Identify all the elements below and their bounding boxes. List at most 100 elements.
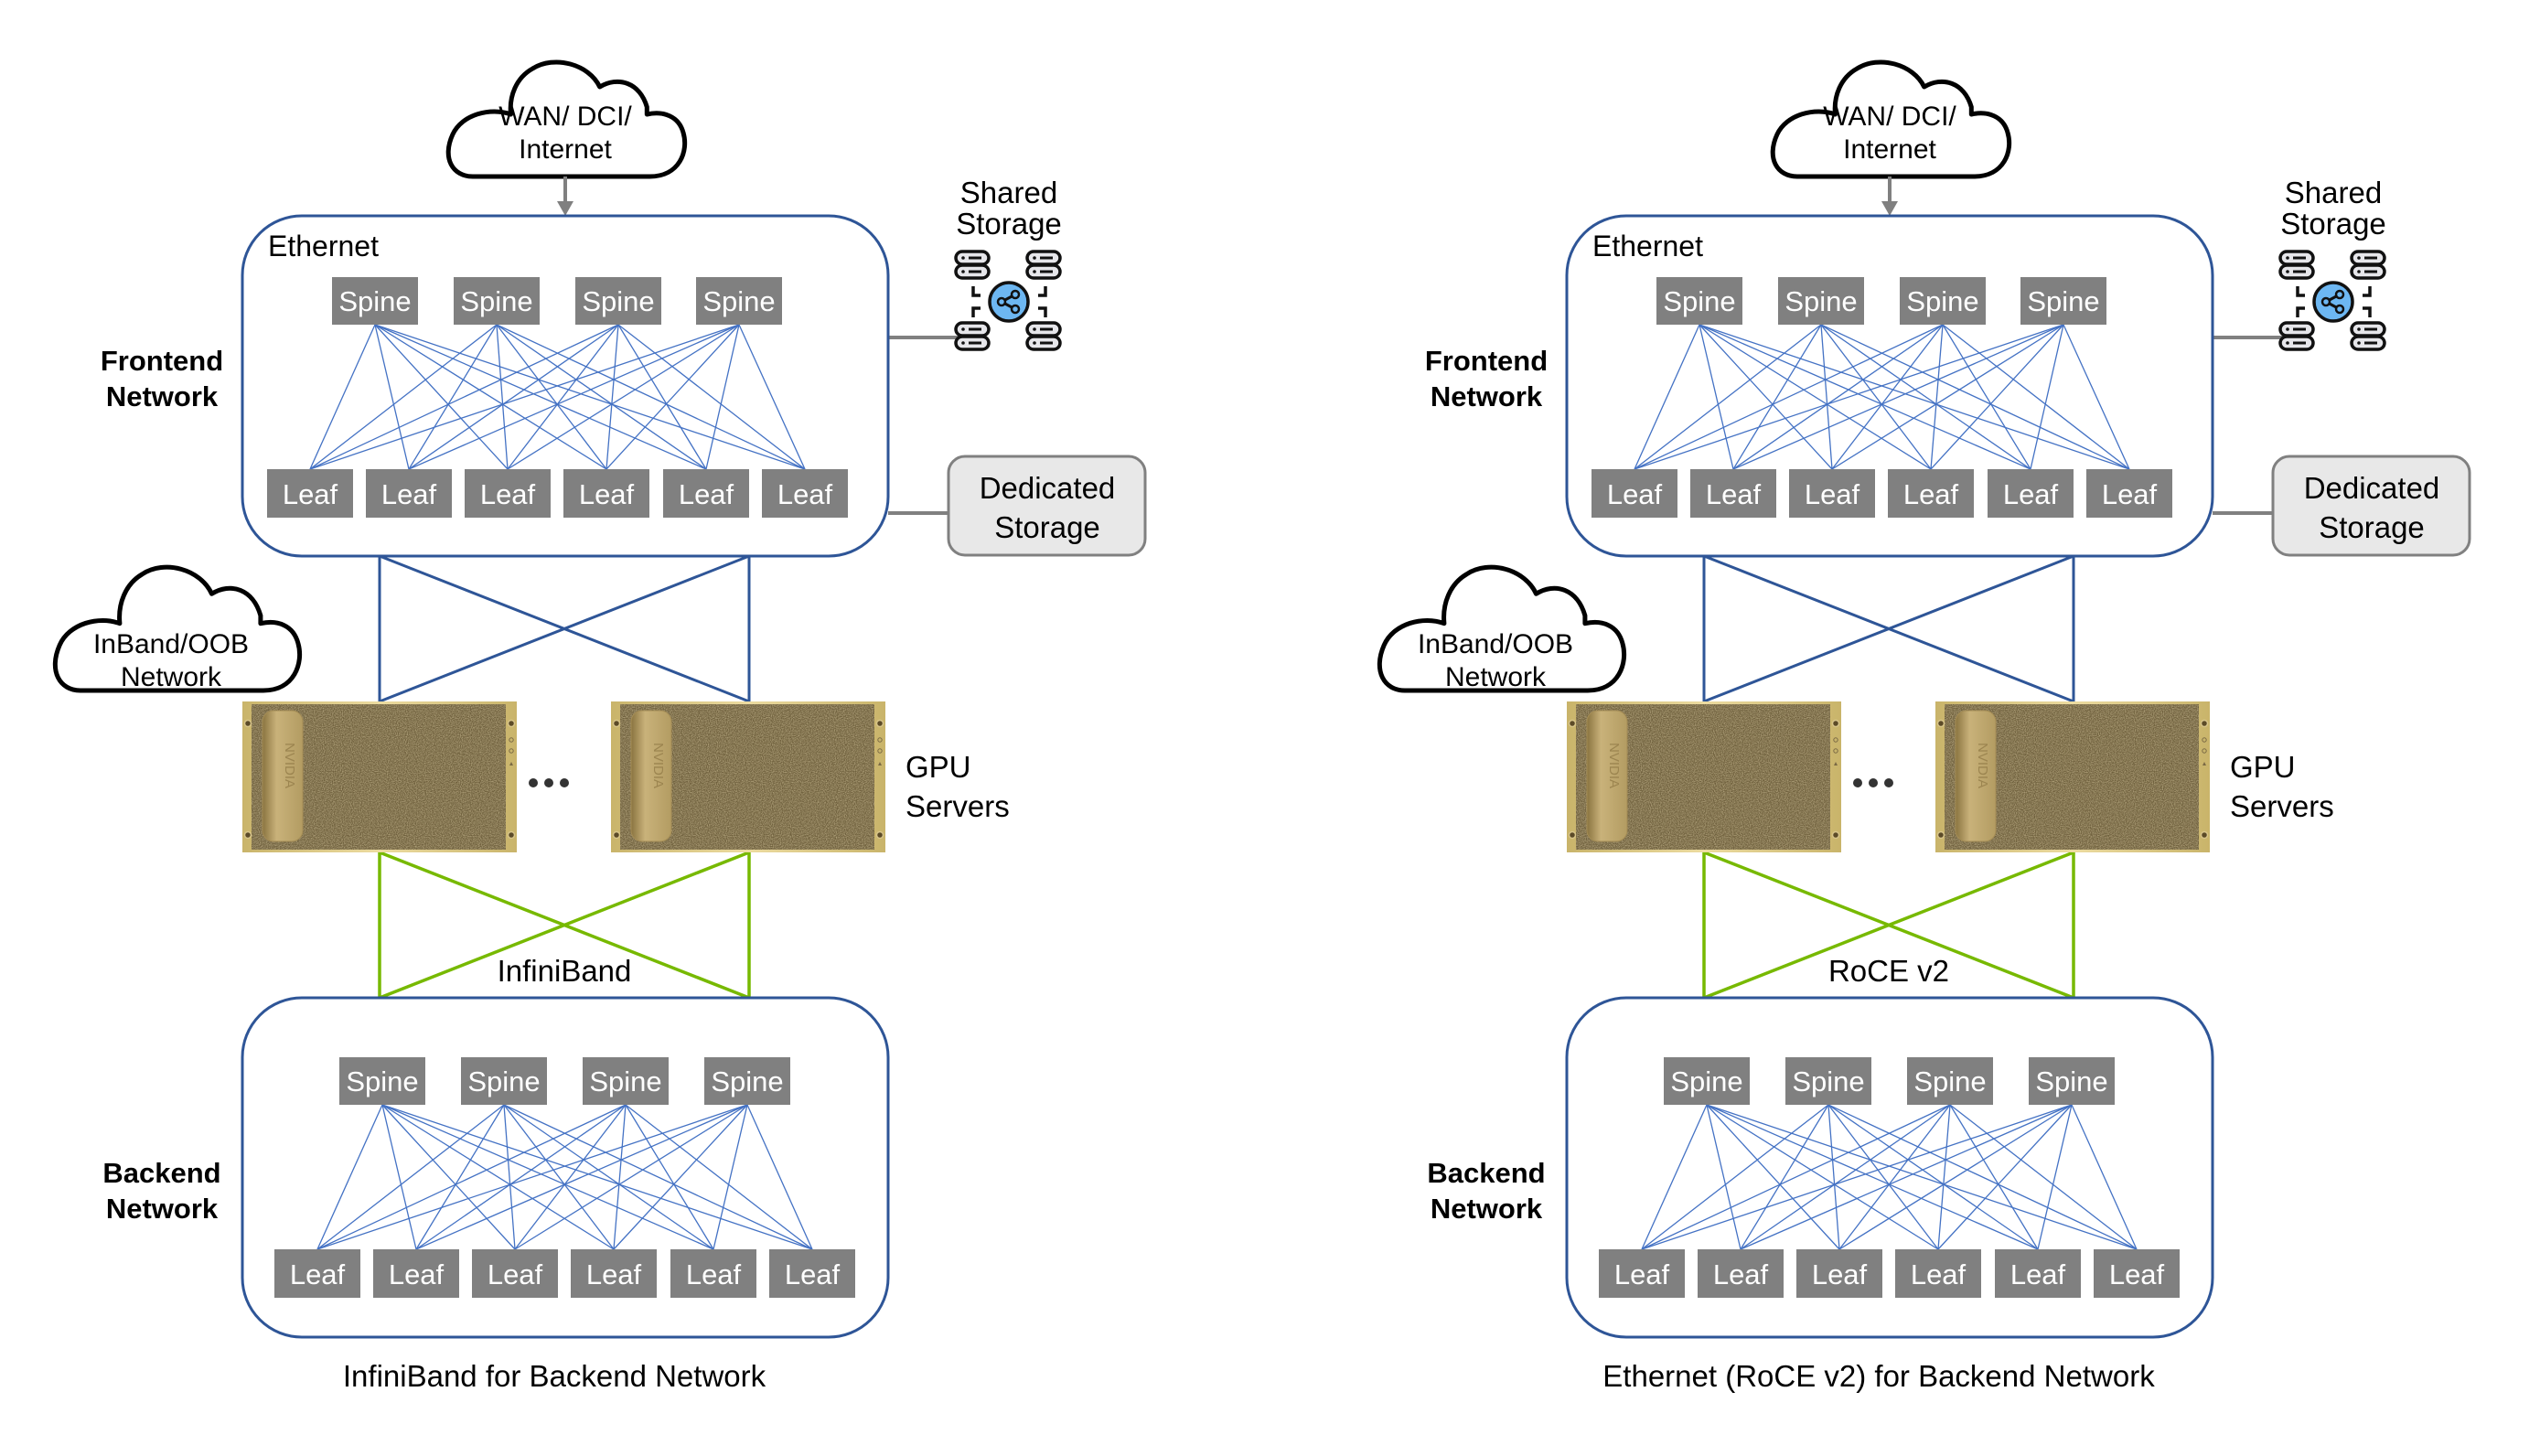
leaf-switch-box[interactable]	[1698, 1249, 1784, 1298]
leaf-switch[interactable]: Leaf	[1698, 1249, 1784, 1298]
leaf-switch-box[interactable]	[1789, 469, 1875, 518]
leaf-switch[interactable]: Leaf	[2094, 1249, 2180, 1298]
leaf-switch-box[interactable]	[1895, 1249, 1981, 1298]
leaf-switch[interactable]: Leaf	[663, 469, 749, 518]
spine-switch[interactable]: Spine	[2020, 277, 2106, 325]
gpu-server[interactable]: NVIDIA	[242, 701, 517, 852]
leaf-switch[interactable]: Leaf	[373, 1249, 459, 1298]
spine-switch-box[interactable]	[454, 277, 540, 325]
spine-switch[interactable]: Spine	[583, 1057, 669, 1105]
leaf-switch-box[interactable]	[366, 469, 452, 518]
spine-switch[interactable]: Spine	[461, 1057, 547, 1105]
spine-switch-box[interactable]	[1907, 1057, 1993, 1105]
spine-switch-box[interactable]	[339, 1057, 425, 1105]
leaf-switch[interactable]: Leaf	[366, 469, 452, 518]
spine-switch[interactable]: Spine	[1907, 1057, 1993, 1105]
leaf-switch[interactable]: Leaf	[1995, 1249, 2081, 1298]
leaf-switch[interactable]: Leaf	[1895, 1249, 1981, 1298]
leaf-switch-box[interactable]	[2094, 1249, 2180, 1298]
leaf-switch[interactable]: Leaf	[2086, 469, 2172, 518]
spine-label: Spine	[2027, 285, 2099, 317]
spine-switch-box[interactable]	[704, 1057, 790, 1105]
leaf-switch[interactable]: Leaf	[465, 469, 551, 518]
leaf-switch-box[interactable]	[1888, 469, 1974, 518]
leaf-switch[interactable]: Leaf	[267, 469, 353, 518]
spine-switch-box[interactable]	[2029, 1057, 2115, 1105]
leaf-switch-box[interactable]	[274, 1249, 360, 1298]
spine-switch[interactable]: Spine	[1785, 1057, 1871, 1105]
leaf-switch-box[interactable]	[1592, 469, 1677, 518]
dedicated-storage-box[interactable]	[947, 455, 1147, 557]
leaf-switch-box[interactable]	[571, 1249, 657, 1298]
spine-switch-box[interactable]	[1656, 277, 1742, 325]
leaf-switch[interactable]: Leaf	[1789, 469, 1875, 518]
spine-switch[interactable]: Spine	[696, 277, 782, 325]
leaf-switch-box[interactable]	[762, 469, 848, 518]
spine-switch[interactable]: Spine	[704, 1057, 790, 1105]
spine-switch[interactable]: Spine	[1778, 277, 1864, 325]
spine-switch[interactable]: Spine	[2029, 1057, 2115, 1105]
spine-switch-box[interactable]	[2020, 277, 2106, 325]
leaf-switch[interactable]: Leaf	[762, 469, 848, 518]
leaf-switch-box[interactable]	[373, 1249, 459, 1298]
spine-switch-box[interactable]	[575, 277, 661, 325]
spine-switch-box[interactable]	[1664, 1057, 1750, 1105]
leaf-switch[interactable]: Leaf	[274, 1249, 360, 1298]
gpu-server[interactable]: NVIDIA	[1567, 701, 1841, 852]
spine-switch[interactable]: Spine	[1900, 277, 1986, 325]
leaf-switch[interactable]: Leaf	[1888, 469, 1974, 518]
gpu-server[interactable]: NVIDIA	[611, 701, 885, 852]
spine-switch[interactable]: Spine	[454, 277, 540, 325]
leaf-switch-box[interactable]	[472, 1249, 558, 1298]
leaf-switch-box[interactable]	[663, 469, 749, 518]
leaf-switch-box[interactable]	[1796, 1249, 1882, 1298]
spine-switch-box[interactable]	[1778, 277, 1864, 325]
spine-switch[interactable]: Spine	[575, 277, 661, 325]
spine-switch-box[interactable]	[583, 1057, 669, 1105]
spine-switch-box[interactable]	[696, 277, 782, 325]
wan-cloud[interactable]: WAN/ DCI/Internet	[1770, 59, 2012, 179]
leaf-switch[interactable]: Leaf	[1796, 1249, 1882, 1298]
leaf-switch[interactable]: Leaf	[472, 1249, 558, 1298]
spine-leaf-link	[1699, 324, 1932, 470]
leaf-switch[interactable]: Leaf	[1690, 469, 1776, 518]
leaf-switch[interactable]: Leaf	[1592, 469, 1677, 518]
spine-switch-box[interactable]	[332, 277, 418, 325]
spine-switch-box[interactable]	[461, 1057, 547, 1105]
leaf-switch-box[interactable]	[563, 469, 649, 518]
spine-switch-box[interactable]	[1785, 1057, 1871, 1105]
gpu-server[interactable]: NVIDIA	[1935, 701, 2210, 852]
spine-leaf-link	[1820, 324, 1833, 470]
leaf-switch[interactable]: Leaf	[1599, 1249, 1685, 1298]
oob-cloud-label-line1: InBand/OOB	[1418, 629, 1573, 659]
wan-cloud[interactable]: WAN/ DCI/Internet	[445, 59, 688, 179]
leaf-switch-box[interactable]	[1599, 1249, 1685, 1298]
leaf-switch-box[interactable]	[267, 469, 353, 518]
leaf-switch[interactable]: Leaf	[1988, 469, 2074, 518]
leaf-switch-box[interactable]	[1988, 469, 2074, 518]
spine-switch[interactable]: Spine	[1664, 1057, 1750, 1105]
leaf-switch-box[interactable]	[1995, 1249, 2081, 1298]
leaf-switch-box[interactable]	[769, 1249, 855, 1298]
leaf-switch-box[interactable]	[1690, 469, 1776, 518]
spine-switch-box[interactable]	[1900, 277, 1986, 325]
spine-switch[interactable]: Spine	[332, 277, 418, 325]
dedicated-storage-box[interactable]	[2271, 455, 2471, 557]
leaf-switch-box[interactable]	[465, 469, 551, 518]
leaf-switch[interactable]: Leaf	[670, 1249, 756, 1298]
leaf-switch[interactable]: Leaf	[563, 469, 649, 518]
shared-storage-icon[interactable]	[2278, 250, 2386, 351]
leaf-switch-box[interactable]	[670, 1249, 756, 1298]
spine-switch[interactable]: Spine	[339, 1057, 425, 1105]
shared-storage-icon[interactable]	[954, 250, 1062, 351]
spine-switch[interactable]: Spine	[1656, 277, 1742, 325]
leaf-switch-box[interactable]	[2086, 469, 2172, 518]
leaf-switch[interactable]: Leaf	[571, 1249, 657, 1298]
leaf-switch[interactable]: Leaf	[769, 1249, 855, 1298]
